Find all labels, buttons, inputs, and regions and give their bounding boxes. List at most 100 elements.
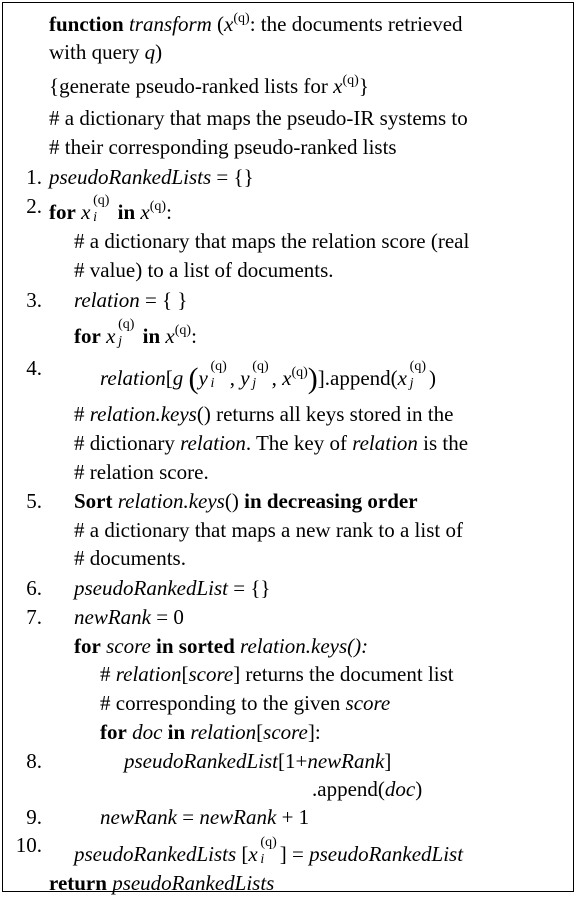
x: x — [106, 324, 116, 348]
keyword-order: in decreasing order — [244, 489, 418, 513]
superscript-q: (q) — [342, 73, 359, 88]
var: pseudoRankedLists — [49, 165, 212, 189]
code-line-2: for x(q)i in x(q): — [49, 193, 172, 225]
line-number: 7. — [26, 605, 42, 629]
keyword-for: for — [100, 720, 127, 744]
keyword-for: for — [74, 634, 101, 658]
line-number: 2. — [26, 194, 42, 218]
bracket: ]: — [307, 720, 321, 744]
for-doc-line: for doc in relation[score]: — [100, 720, 321, 744]
keyword-return: return — [49, 871, 107, 895]
keyword-in: in — [142, 324, 161, 348]
brace: } — [358, 74, 369, 98]
x: x — [81, 200, 91, 224]
colon: : — [166, 200, 172, 224]
it: relation — [115, 662, 182, 686]
paren: () — [224, 489, 239, 513]
text: + 1 — [276, 805, 310, 829]
sup: (q) — [149, 199, 167, 214]
text: [1+ — [277, 749, 308, 773]
comment: # dictionary relation. The key of relati… — [74, 431, 468, 455]
text: # dictionary — [74, 431, 181, 455]
code-line-4: relation[g (y(q)i, y(q)j, x(q))].append(… — [100, 359, 436, 394]
keyword-in: in — [167, 720, 186, 744]
x: x — [248, 842, 258, 866]
x: x — [397, 366, 407, 390]
it: relation — [180, 431, 246, 455]
for-score-line: for score in sorted relation.keys(): — [74, 634, 368, 658]
bracket: [ — [181, 662, 189, 686]
bracket: [ — [256, 720, 264, 744]
text: () returns all keys stored in the — [196, 402, 454, 426]
text: ] returns the document list — [233, 662, 454, 686]
var-x: x — [224, 12, 234, 36]
sub: j — [252, 376, 257, 391]
var: newRank — [74, 605, 151, 629]
return-line: return pseudoRankedLists — [49, 871, 274, 895]
sup: (q) — [118, 317, 135, 332]
paren: ) — [429, 366, 436, 390]
code-line-7: newRank = 0 — [74, 605, 184, 629]
comma: , — [229, 366, 241, 390]
comma: , — [271, 366, 283, 390]
text: . The key of — [245, 431, 353, 455]
hash: # — [100, 662, 116, 686]
big-paren: ( — [188, 362, 199, 395]
text: # corresponding to the given — [100, 691, 346, 715]
sub: i — [93, 210, 97, 225]
sup: (q) — [291, 365, 308, 380]
var: newRank — [199, 805, 277, 829]
code-line-6: pseudoRankedList = {} — [74, 576, 271, 600]
var-x: x — [165, 324, 175, 348]
sub: j — [409, 376, 414, 391]
comment: # a dictionary that maps the relation sc… — [74, 229, 470, 253]
var: newRank — [100, 805, 177, 829]
var: pseudoRankedLists — [112, 871, 275, 895]
comment: # relation score. — [74, 460, 209, 484]
sub: i — [260, 852, 265, 867]
gen-text: {generate pseudo-ranked lists for — [49, 74, 328, 98]
comment: # value) to a list of documents. — [74, 258, 334, 282]
assign: = — [176, 805, 200, 829]
var-x: x — [140, 200, 150, 224]
func-g: g — [172, 366, 184, 390]
y: y — [240, 366, 250, 390]
code-line-1: pseudoRankedLists = {} — [49, 165, 254, 189]
paren: ) — [415, 777, 423, 801]
bracket: [ — [236, 842, 249, 866]
comment: # their corresponding pseudo-ranked list… — [49, 135, 397, 159]
var: pseudoRankedList — [74, 576, 228, 600]
line-number: 8. — [26, 749, 42, 773]
function-signature-cont: with query q) — [49, 40, 162, 64]
assign: = { } — [139, 288, 188, 312]
y: y — [198, 366, 208, 390]
param-desc-2: with query — [49, 40, 140, 64]
line-number: 1. — [26, 165, 42, 189]
hash: # — [74, 402, 90, 426]
keyword-function: function — [49, 12, 124, 36]
code-line-10: pseudoRankedLists [x(q)i] = pseudoRanked… — [74, 835, 463, 867]
var-xi: x(q)i — [248, 835, 279, 867]
it: score — [188, 662, 234, 686]
sup: (q) — [252, 359, 269, 374]
var-xj: x(q) j — [397, 359, 429, 391]
append: ].append( — [317, 366, 398, 390]
bracket: [ — [165, 366, 173, 390]
sup: (q) — [210, 359, 227, 374]
it: relation — [352, 431, 418, 455]
line-number: 4. — [26, 356, 42, 380]
it: relation.keys — [89, 402, 197, 426]
var: pseudoRankedList — [124, 749, 278, 773]
it: relation.keys(): — [240, 634, 369, 658]
comment: # a dictionary that maps the pseudo-IR s… — [49, 106, 468, 130]
sub: i — [210, 376, 215, 391]
it: relation — [190, 720, 257, 744]
var: relation — [100, 366, 166, 390]
paren: ( — [217, 12, 225, 36]
var-yi: y(q) i — [198, 359, 229, 391]
sub: j — [118, 334, 122, 349]
sup: (q) — [409, 359, 426, 374]
var: doc — [132, 720, 163, 744]
line-number: 6. — [26, 576, 42, 600]
